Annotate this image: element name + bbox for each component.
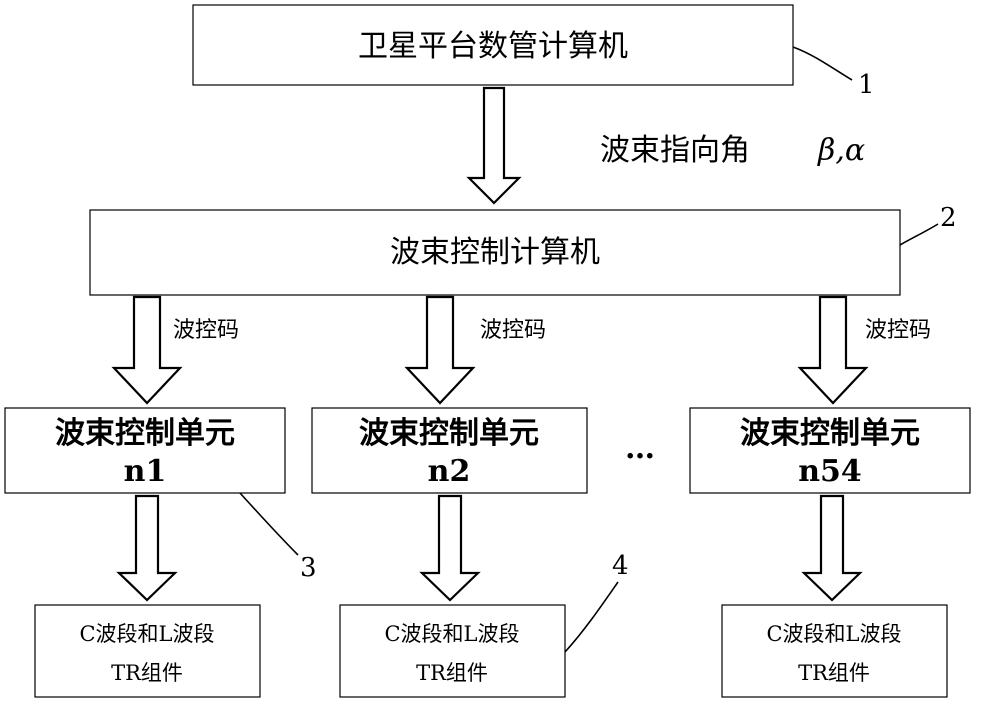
code-label-n2: 波控码 xyxy=(480,318,546,343)
tr-component-n1-box xyxy=(34,604,261,698)
satellite-computer-label: 卫星平台数管计算机 xyxy=(358,29,628,64)
arrow-to-unit-n54 xyxy=(797,295,869,405)
unit-n54-title: 波束控制单元 xyxy=(740,416,920,451)
unit-n2-title: 波束控制单元 xyxy=(359,416,539,451)
ref-2-leader xyxy=(899,223,939,246)
arrow-to-tr-n54 xyxy=(801,494,863,602)
tr-component-n2-box xyxy=(339,604,566,698)
tr-n54-line1: C波段和L波段 xyxy=(766,622,901,646)
beam-control-computer-box xyxy=(89,209,901,296)
tr-n2-line1: C波段和L波段 xyxy=(384,622,519,646)
tr-n1-line1: C波段和L波段 xyxy=(79,622,214,646)
beam-control-computer-label: 波束控制计算机 xyxy=(390,235,600,270)
beam-angle-symbols: β,α xyxy=(817,133,865,168)
arrow-to-unit-n2 xyxy=(404,295,476,405)
arrow-to-tr-n1 xyxy=(116,494,178,602)
tr-n1-line2: TR组件 xyxy=(111,661,183,685)
arrow-top-to-beam-computer xyxy=(466,86,522,205)
unit-n2-id: n2 xyxy=(428,454,471,489)
code-label-n1: 波控码 xyxy=(173,318,239,343)
beam-control-unit-n2-box xyxy=(311,407,588,494)
ref-1-leader xyxy=(792,46,853,81)
ref-3-leader xyxy=(239,492,299,556)
unit-n54-id: n54 xyxy=(798,454,862,489)
beam-angle-label: 波束指向角 xyxy=(600,133,750,168)
beam-control-unit-n1-box xyxy=(4,407,286,494)
beam-control-unit-n54-box xyxy=(689,407,971,494)
tr-n54-line2: TR组件 xyxy=(798,661,870,685)
arrow-to-tr-n2 xyxy=(419,494,481,602)
tr-component-n54-box xyxy=(721,604,948,698)
tr-n2-line2: TR组件 xyxy=(416,661,488,685)
ref-4-leader xyxy=(564,581,619,653)
code-label-n54: 波控码 xyxy=(865,318,931,343)
units-ellipsis: … xyxy=(625,431,655,466)
ref-2-label: 2 xyxy=(940,203,957,233)
satellite-computer-box xyxy=(192,4,794,86)
ref-3-label: 3 xyxy=(300,553,317,583)
ref-1-label: 1 xyxy=(858,70,875,100)
unit-n1-title: 波束控制单元 xyxy=(55,416,235,451)
unit-n1-id: n1 xyxy=(124,454,167,489)
arrow-to-unit-n1 xyxy=(111,295,183,405)
ref-4-label: 4 xyxy=(612,551,629,581)
